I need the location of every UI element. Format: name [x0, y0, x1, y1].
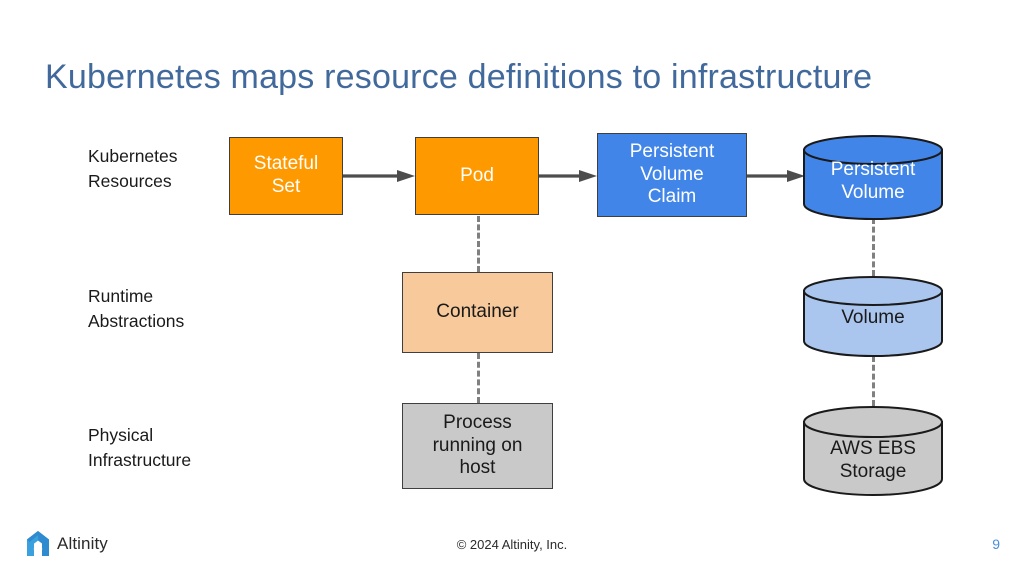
footer-logo[interactable]: Altinity	[26, 530, 108, 558]
arrow-pod-to-pvc	[539, 170, 597, 182]
footer-copyright: © 2024 Altinity, Inc.	[456, 537, 568, 552]
dashed-connector-pv-volume	[872, 218, 875, 276]
node-aws-ebs-storage[interactable]: AWS EBS Storage	[803, 406, 943, 496]
node-stateful-set[interactable]: Stateful Set	[229, 137, 343, 215]
footer-logo-text: Altinity	[57, 534, 108, 553]
altinity-logo-icon	[27, 531, 49, 556]
row-label-physical-infrastructure: Physical Infrastructure	[88, 425, 192, 471]
node-persistent-volume[interactable]: Persistent Volume	[803, 135, 943, 220]
footer-page-number: 9	[992, 536, 1000, 552]
page-title: Kubernetes maps resource definitions to …	[45, 58, 873, 96]
node-volume[interactable]: Volume	[803, 276, 943, 357]
arrow-pvc-to-persistent-volume	[747, 170, 805, 182]
dashed-connector-container-process	[477, 353, 480, 403]
node-persistent-volume-claim[interactable]: Persistent Volume Claim	[597, 133, 747, 217]
node-process-running-on-host[interactable]: Process running on host	[402, 403, 553, 489]
node-container[interactable]: Container	[402, 272, 553, 353]
node-pod[interactable]: Pod	[415, 137, 539, 215]
dashed-connector-volume-awsebs	[872, 356, 875, 406]
row-label-runtime-abstractions: Runtime Abstractions	[88, 286, 185, 332]
row-label-kubernetes-resources: Kubernetes Resources	[88, 146, 178, 192]
dashed-connector-pod-container	[477, 216, 480, 272]
arrow-statefulset-to-pod	[343, 170, 415, 182]
